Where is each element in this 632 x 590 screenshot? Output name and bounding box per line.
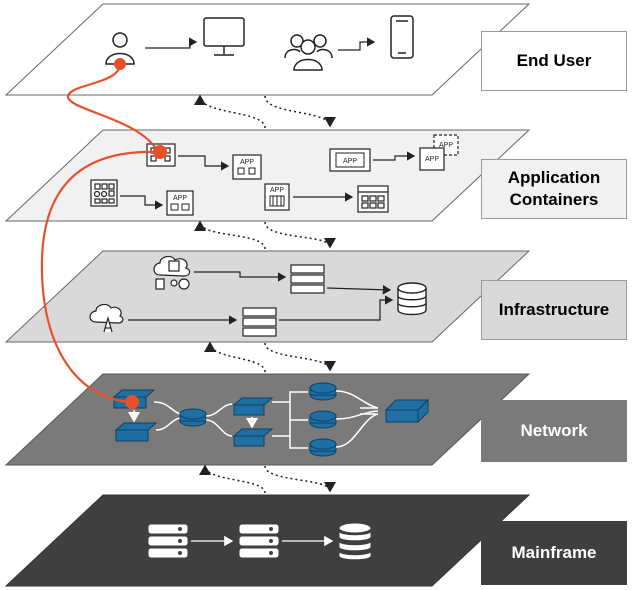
connector-down-2 bbox=[264, 221, 336, 249]
connector-up-2 bbox=[194, 220, 266, 250]
layer-label-mainframe: Mainframe bbox=[481, 521, 627, 585]
server-rack-icon bbox=[147, 523, 189, 559]
app-window-icon: APP bbox=[264, 183, 290, 211]
network-plane bbox=[4, 373, 531, 466]
trace-point-app bbox=[153, 145, 167, 159]
arrow-user-to-desktop bbox=[145, 37, 198, 49]
core-switch-icon bbox=[384, 398, 430, 424]
app-window-icon: APP bbox=[232, 154, 262, 180]
cloud-antenna-icon bbox=[89, 303, 124, 333]
svg-text:APP: APP bbox=[425, 156, 439, 163]
svg-text:APP: APP bbox=[343, 158, 357, 165]
router-icon bbox=[309, 382, 337, 401]
app-stack-icon: APP bbox=[329, 148, 371, 172]
svg-text:APP: APP bbox=[240, 159, 254, 166]
connector-down-1 bbox=[264, 95, 336, 128]
arrow-container-to-app bbox=[178, 155, 230, 171]
infrastructure-plane bbox=[4, 250, 531, 343]
server-rack-icon bbox=[238, 523, 280, 559]
app-grid-icon bbox=[357, 185, 389, 213]
smartphone-icon bbox=[390, 15, 414, 59]
desktop-monitor-icon bbox=[203, 17, 245, 56]
layer-label-end-user: End User bbox=[481, 31, 627, 91]
svg-text:APP: APP bbox=[173, 195, 187, 202]
connector-up-1 bbox=[194, 94, 266, 129]
user-group-icon bbox=[284, 34, 333, 71]
connector-up-4 bbox=[199, 464, 266, 494]
connector-down-4 bbox=[264, 465, 336, 493]
cloud-datacenter-icon bbox=[153, 255, 191, 290]
database-icon bbox=[397, 282, 427, 316]
request-trace-path bbox=[40, 63, 159, 404]
app-window-icon: APP bbox=[166, 190, 194, 216]
network-switch-icon bbox=[114, 422, 158, 442]
server-rack-icon bbox=[242, 307, 277, 337]
app-window-icon: APP APP bbox=[419, 134, 459, 171]
arrow-group-to-phone bbox=[338, 37, 376, 51]
svg-text:APP: APP bbox=[270, 187, 284, 194]
router-icon bbox=[179, 408, 207, 427]
network-switch-icon bbox=[232, 397, 274, 416]
layer-label-application-containers: Application Containers bbox=[481, 159, 627, 219]
arrow-server-to-db-2 bbox=[279, 295, 394, 321]
connector-up-3 bbox=[204, 341, 266, 373]
database-icon bbox=[338, 522, 372, 561]
router-icon bbox=[309, 410, 337, 429]
app-grid-icon bbox=[90, 179, 118, 207]
router-icon bbox=[309, 438, 337, 457]
user-icon bbox=[105, 32, 135, 65]
trace-point-network bbox=[125, 395, 139, 409]
server-rack-icon bbox=[290, 264, 325, 294]
layer-label-infrastructure: Infrastructure bbox=[481, 280, 627, 340]
trace-point-user bbox=[114, 58, 126, 70]
arrow-server-to-db bbox=[326, 284, 392, 295]
end-user-plane bbox=[4, 3, 531, 96]
layer-label-network: Network bbox=[481, 400, 627, 462]
arrow-grid-to-app bbox=[120, 195, 164, 210]
network-switch-icon bbox=[232, 428, 274, 447]
arrow-stack-to-app bbox=[373, 151, 416, 161]
connector-down-3 bbox=[264, 342, 336, 372]
svg-text:APP: APP bbox=[439, 142, 453, 149]
arrow-cloud-to-server bbox=[194, 271, 287, 282]
